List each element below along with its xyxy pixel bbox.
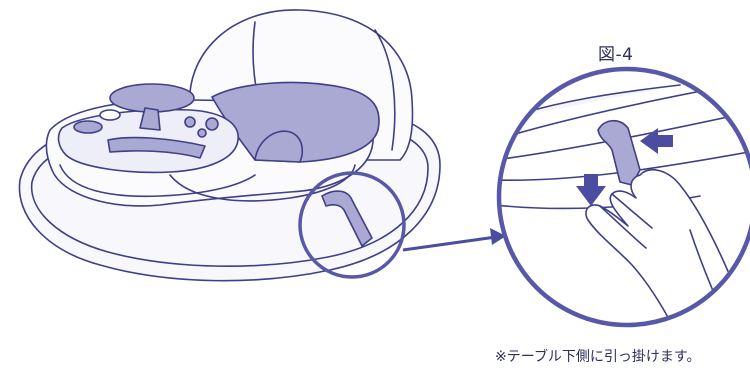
walker-toy-button: [73, 120, 103, 134]
walker-seat-pad: [211, 81, 380, 163]
detail-enlarged-circle: [496, 66, 750, 328]
walker-toy-button: [184, 116, 196, 128]
detail-magnifier-circle: [298, 171, 406, 279]
pointer-arrow: [402, 228, 506, 252]
walker-toy-stem: [139, 107, 161, 131]
hand-finger-line: [599, 205, 647, 249]
figure-caption: ※テーブル下側に引っ掛けます。: [495, 349, 701, 365]
walker-toy-disc: [109, 83, 195, 113]
hand-finger-line: [611, 193, 653, 229]
push-direction-arrow: [640, 128, 673, 154]
walker-bumper: [169, 164, 356, 202]
walker-toy-slider: [107, 136, 206, 159]
push-direction-arrow: [576, 174, 606, 206]
walker-bumper: [59, 164, 256, 198]
tray-edge-lower: [499, 149, 750, 182]
walker-strap: [321, 190, 373, 247]
walker-seat-back-fold: [374, 29, 396, 151]
walker-seat-front: [254, 130, 304, 163]
walker-toy-button: [205, 117, 219, 131]
walker-toy-button: [99, 109, 121, 121]
figure-label: 図-4: [598, 45, 634, 65]
walker-toy-button: [197, 128, 207, 138]
baby-walker-illustration: [18, 9, 441, 282]
